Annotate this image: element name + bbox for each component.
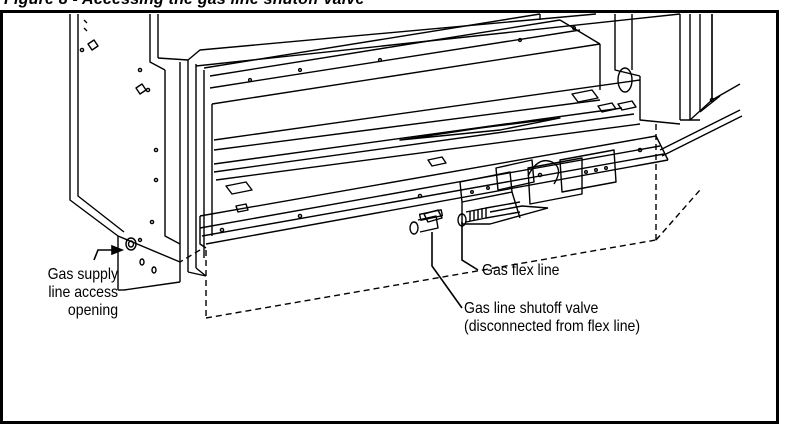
callout-access-line-2: line access [48,284,119,301]
flex-line-connector [457,201,521,227]
cabinet-left-panel [69,14,189,291]
callout-access-line-3: opening [67,302,118,319]
callout-valve-line-1: Gas line shutoff valve [464,300,599,317]
figure-title: Figure 8 - Accessing the gas line shutof… [4,0,365,9]
callout-flex-line: Gas flex line [482,262,559,280]
firebox-frame [187,13,741,277]
callout-flex-line-text: Gas flex line [482,262,560,279]
dashed-base-outline [179,124,657,319]
callout-access-line-1: Gas supply [47,266,118,283]
callout-shutoff-valve: Gas line shutoff valve (disconnected fro… [464,300,640,336]
callout-leaders [93,222,479,309]
shutoff-valve-drawing [409,209,444,235]
figure-frame [0,10,779,424]
callout-valve-line-2: (disconnected from flex line) [464,318,641,335]
callout-access-opening: Gas supply line access opening [48,266,118,320]
firebox-interior [203,13,641,258]
burner-tray [199,89,669,249]
access-opening-hole [125,237,157,274]
gas-valve-assembly [459,149,617,225]
